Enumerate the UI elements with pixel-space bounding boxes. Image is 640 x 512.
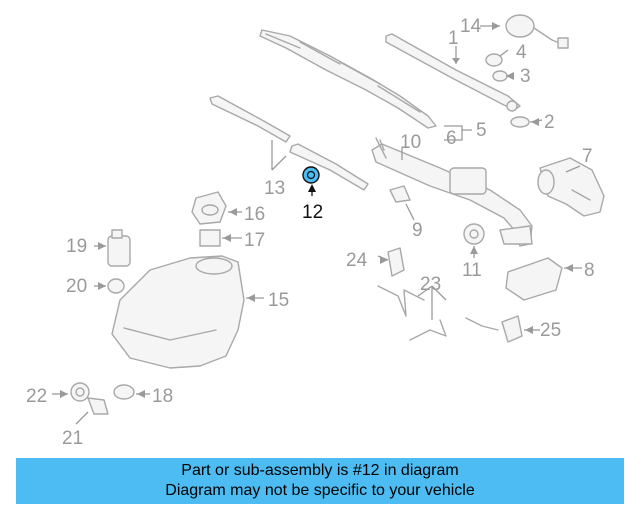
callout-11: 11 — [462, 260, 482, 281]
arrowheads — [60, 22, 573, 398]
callout-5: 5 — [476, 120, 487, 141]
callout-17: 17 — [244, 230, 265, 251]
nut-part-3 — [492, 70, 508, 82]
grommet-part-22 — [70, 382, 90, 402]
callout-16: 16 — [244, 204, 265, 225]
highlighted-part-12 — [302, 166, 320, 184]
callout-15: 15 — [268, 290, 289, 311]
wiper-arm-part — [385, 33, 521, 112]
filler-cap-part-16 — [191, 191, 227, 225]
callout-13: 13 — [264, 178, 285, 199]
connector-part-24 — [387, 247, 405, 277]
callout-9: 9 — [412, 220, 423, 241]
callout-labels: 1 2 3 4 5 6 7 8 9 10 11 12 13 14 15 16 1… — [26, 16, 595, 449]
callout-22: 22 — [26, 386, 47, 407]
banner-line-part-number: Part or sub-assembly is #12 in diagram — [181, 462, 459, 479]
callout-23: 23 — [420, 274, 441, 295]
callout-21: 21 — [62, 428, 83, 449]
callout-6: 6 — [446, 128, 457, 149]
wiper-linkage-part — [371, 137, 533, 247]
callout-18: 18 — [152, 386, 173, 407]
wiper-motor-part — [537, 157, 605, 217]
callout-1: 1 — [448, 28, 459, 49]
banner-line-disclaimer: Diagram may not be specific to your vehi… — [165, 482, 475, 499]
washer-pump-part — [107, 229, 131, 267]
callout-24: 24 — [346, 250, 368, 271]
callout-2: 2 — [544, 112, 555, 133]
callout-25: 25 — [540, 320, 561, 341]
wiper-blade-part — [259, 29, 437, 129]
grommet-part-11 — [463, 223, 485, 245]
grommet-part-20 — [107, 278, 125, 294]
nozzle-part-21 — [87, 397, 109, 415]
callout-19: 19 — [66, 236, 87, 257]
connector-part-25 — [501, 315, 523, 343]
disclaimer-banner: Part or sub-assembly is #12 in diagram D… — [16, 458, 624, 504]
washer-part-4 — [485, 53, 503, 67]
callout-20: 20 — [66, 276, 87, 297]
bracket-part-8 — [505, 257, 563, 301]
callout-12: 12 — [302, 202, 323, 223]
callout-3: 3 — [520, 66, 531, 87]
wiper-arm-part-13 — [209, 95, 369, 191]
grommet-part-18 — [113, 384, 135, 400]
leader-lines — [52, 25, 582, 425]
callout-10: 10 — [400, 132, 421, 153]
hose-part-23 — [377, 285, 499, 341]
callout-14: 14 — [460, 16, 482, 37]
washer-reservoir-part — [111, 255, 245, 369]
filler-neck-part-17 — [199, 229, 221, 247]
sensor-part-14 — [505, 14, 569, 49]
callout-8: 8 — [584, 260, 595, 281]
callout-4: 4 — [516, 42, 527, 63]
cap-part-2 — [510, 116, 530, 128]
clip-part-9 — [389, 185, 411, 203]
callout-7: 7 — [582, 146, 593, 167]
